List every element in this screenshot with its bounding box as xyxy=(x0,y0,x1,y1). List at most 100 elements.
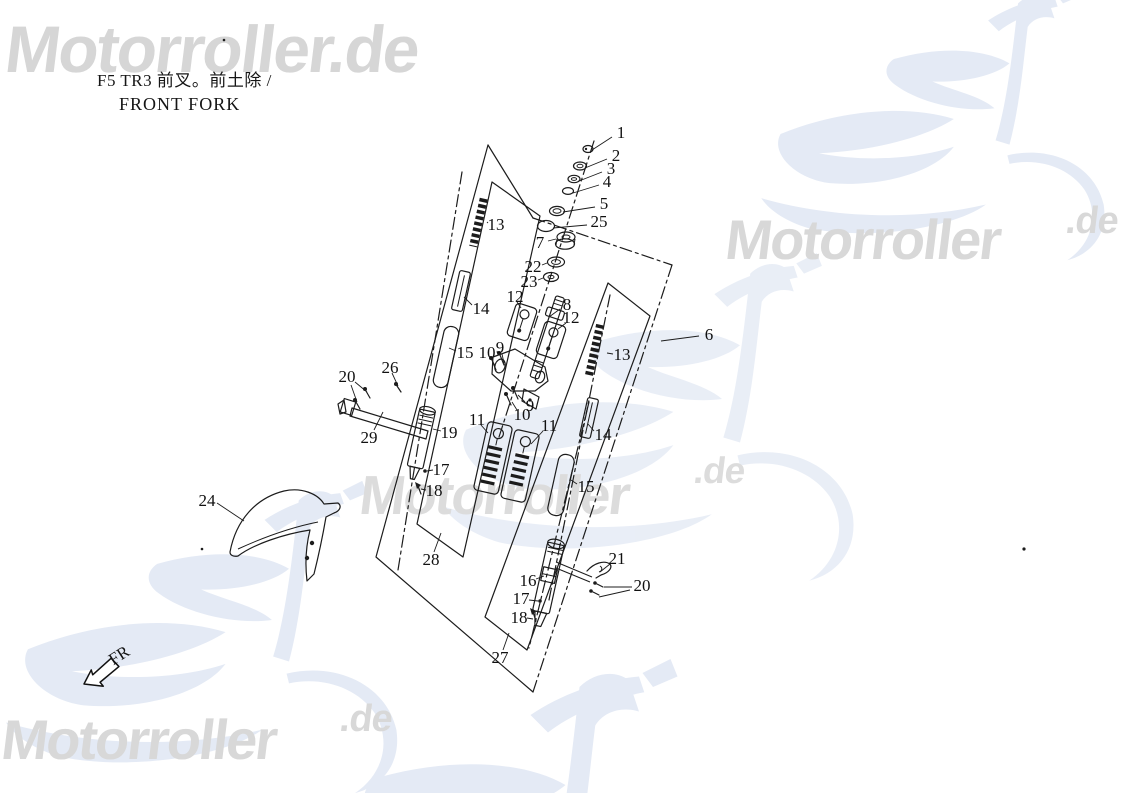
part-number-20: 20 xyxy=(339,367,356,386)
leader-line-15 xyxy=(570,479,578,485)
part-23-washer xyxy=(542,271,560,283)
part-21-hook xyxy=(586,561,612,579)
part-11-spring-box-left xyxy=(473,421,513,495)
part-number-11: 11 xyxy=(469,410,485,429)
part-number-4: 4 xyxy=(603,172,612,191)
leader-line-1 xyxy=(591,136,613,151)
part-number-12: 12 xyxy=(563,308,580,327)
part-4-oring xyxy=(561,187,575,196)
leader-line-18 xyxy=(420,488,427,491)
steering-stem-small-parts xyxy=(536,144,594,283)
part-number-20: 20 xyxy=(634,576,651,595)
right-fork-slider xyxy=(532,538,565,628)
leader-line-6 xyxy=(660,335,700,342)
leader-line-16 xyxy=(535,575,545,580)
leader-line-15 xyxy=(448,347,457,352)
leader-line-13 xyxy=(606,352,614,355)
leader-line-18 xyxy=(526,617,534,620)
part-number-5: 5 xyxy=(600,194,609,213)
part-number-21: 21 xyxy=(609,549,626,568)
part-number-6: 6 xyxy=(705,325,714,344)
part-number-23: 23 xyxy=(521,272,538,291)
part-12-bolt-box-left xyxy=(506,302,538,342)
part-3-washer xyxy=(567,174,581,184)
part-number-1: 1 xyxy=(617,123,626,142)
part-13-spring-left xyxy=(469,197,488,248)
leader-line-12 xyxy=(557,322,567,330)
part-11-spring-box-right xyxy=(500,429,540,503)
part-number-24: 24 xyxy=(199,491,217,510)
leader-line-12 xyxy=(516,301,522,309)
leader-line-23 xyxy=(537,277,544,281)
print-specks xyxy=(200,38,1026,551)
part-number-3: 3 xyxy=(607,159,616,178)
part-7-bearing xyxy=(554,231,576,250)
leader-line-10 xyxy=(511,401,518,411)
leader-line-25 xyxy=(552,224,588,229)
leader-line-24 xyxy=(216,502,245,522)
page-title-english: FRONT FORK xyxy=(119,94,241,114)
leader-line-22 xyxy=(541,262,548,266)
part-number-14: 14 xyxy=(595,425,613,444)
part-number-10: 10 xyxy=(479,343,496,362)
part-number-16: 16 xyxy=(520,571,537,590)
part-17-right xyxy=(538,599,542,603)
leader-line-20 xyxy=(598,589,631,598)
part-number-13: 13 xyxy=(488,215,505,234)
part-14-tube-right xyxy=(579,397,599,439)
leader-line-7 xyxy=(547,238,557,242)
part-number-13: 13 xyxy=(614,345,631,364)
brake-stay-rod xyxy=(555,561,593,583)
part-number-10: 10 xyxy=(514,405,531,424)
part-15-outer-tube-right xyxy=(547,453,575,517)
leader-line-19 xyxy=(432,428,442,432)
part-25-seal xyxy=(536,219,556,233)
page-title-model: F5 TR3 前叉。前土除 / xyxy=(97,71,272,90)
part-number-12: 12 xyxy=(507,287,524,306)
part-5-race xyxy=(548,205,566,217)
part-number-19: 19 xyxy=(441,423,458,442)
leader-line-17 xyxy=(426,469,434,472)
leader-line-28 xyxy=(433,532,442,553)
leader-line-14 xyxy=(587,423,595,432)
part-14-tube-left xyxy=(451,270,471,312)
part-number-17: 17 xyxy=(433,460,451,479)
part-24-front-fender xyxy=(229,489,341,582)
leader-line-9 xyxy=(517,394,526,403)
part-number-14: 14 xyxy=(473,299,491,318)
right-inner-panel-outline xyxy=(484,282,651,651)
leader-line-4 xyxy=(572,184,600,194)
part-18-screw-left xyxy=(415,482,422,495)
part-2-washer xyxy=(572,161,588,171)
part-number-15: 15 xyxy=(457,343,474,362)
part-number-15: 15 xyxy=(578,477,595,496)
leader-line-27 xyxy=(502,632,510,651)
part-number-28: 28 xyxy=(423,550,440,569)
fr-direction-arrow: FR xyxy=(83,641,133,687)
part-number-17: 17 xyxy=(513,589,531,608)
leader-line-11 xyxy=(480,424,489,434)
leader-line-5 xyxy=(562,206,596,213)
part-20-bolts-right xyxy=(589,581,604,596)
part-number-7: 7 xyxy=(536,233,545,252)
part-18-screw-right xyxy=(530,608,537,622)
part-number-8: 8 xyxy=(563,295,572,314)
part-number-22: 22 xyxy=(525,257,542,276)
part-13-spring-right xyxy=(584,323,605,377)
part-12-bolt-box-right xyxy=(535,320,567,360)
leader-line-11 xyxy=(530,430,544,445)
left-fork-slider xyxy=(406,405,436,481)
leader-line-20 xyxy=(354,381,368,393)
leader-line-3 xyxy=(578,171,603,182)
part-number-2: 2 xyxy=(612,146,621,165)
part-number-9: 9 xyxy=(496,338,505,357)
part-number-18: 18 xyxy=(426,481,443,500)
leader-line-9 xyxy=(501,353,505,364)
part-17-left xyxy=(423,469,427,473)
part-number-18: 18 xyxy=(511,608,528,627)
leader-line-17 xyxy=(528,599,539,602)
leader-line-14 xyxy=(463,296,473,306)
